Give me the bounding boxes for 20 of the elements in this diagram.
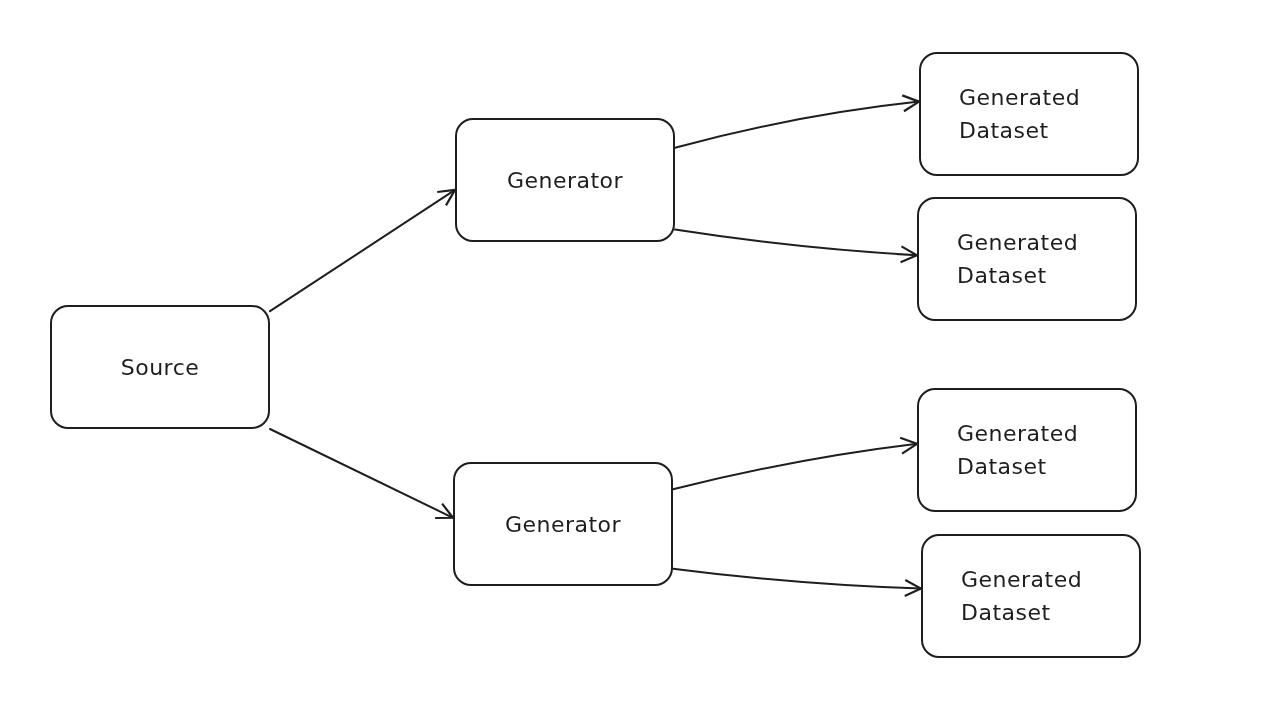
- node-label: Generated Dataset: [959, 84, 1082, 145]
- process-box: [50, 305, 270, 429]
- process-box: [453, 462, 673, 586]
- node-label: Generated Dataset: [957, 420, 1080, 481]
- process-box: [917, 388, 1137, 512]
- arrow: [269, 188, 457, 313]
- node-label: Source: [120, 353, 200, 382]
- process-box: [917, 197, 1137, 321]
- arrow: [674, 228, 919, 264]
- arrow: [674, 94, 921, 149]
- process-box: [455, 118, 675, 242]
- node-label: Generator: [504, 510, 622, 539]
- process-box: [919, 52, 1139, 176]
- arrow: [269, 428, 455, 520]
- arrow: [672, 436, 919, 491]
- arrow: [672, 567, 923, 598]
- process-box: [921, 534, 1141, 658]
- node-label: Generator: [506, 166, 624, 195]
- node-label: Generated Dataset: [957, 229, 1080, 290]
- node-label: Generated Dataset: [961, 566, 1084, 627]
